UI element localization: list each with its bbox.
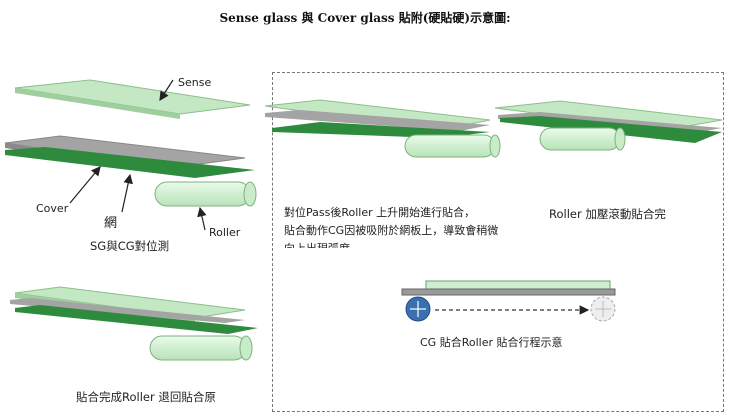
roller-top-left [154, 181, 257, 207]
diagram-title: Sense glass 與 Cover glass 貼附(硬貼硬)示意圖: [219, 11, 511, 25]
roller-bottom-left [149, 335, 253, 361]
caption-align-line3: 向上出現弧度 [284, 240, 350, 248]
label-mesh: 網 [104, 216, 118, 231]
mesh-plate-bottom-left [15, 305, 258, 334]
caption-align-line1: 對位Pass後Roller 上升開始進行貼合， [284, 206, 476, 219]
cover-pointer [69, 166, 101, 204]
mesh-plate-top-left [5, 147, 255, 178]
roller-step2 [404, 134, 501, 158]
caption-align-line2: 貼合動作CG因被吸附於網板上，導致會稍微 [284, 224, 499, 237]
label-sense: Sense [178, 76, 212, 89]
roller-travel-schematic [401, 280, 616, 322]
caption-roller-press: Roller 加壓滾動貼合完 [549, 207, 666, 221]
caption-sg-cg-align: SG與CG對位測 [90, 239, 170, 253]
roller-pointer [197, 206, 207, 231]
label-roller: Roller [209, 226, 241, 239]
label-cover: Cover [36, 202, 69, 215]
cover-glass-step2 [265, 110, 490, 131]
mesh-plate-step2 [272, 122, 490, 138]
caption-done-return: 貼合完成Roller 退回貼合原 [76, 390, 216, 404]
mesh-pointer [121, 173, 133, 213]
caption-cg-roller-path: CG 貼合Roller 貼合行程示意 [420, 336, 563, 349]
roller-step3 [539, 127, 626, 151]
process-frame [272, 72, 724, 412]
sense-pointer [159, 79, 174, 102]
cover-glass-bottom-left [10, 298, 245, 323]
sense-glass-top-left [14, 79, 251, 119]
